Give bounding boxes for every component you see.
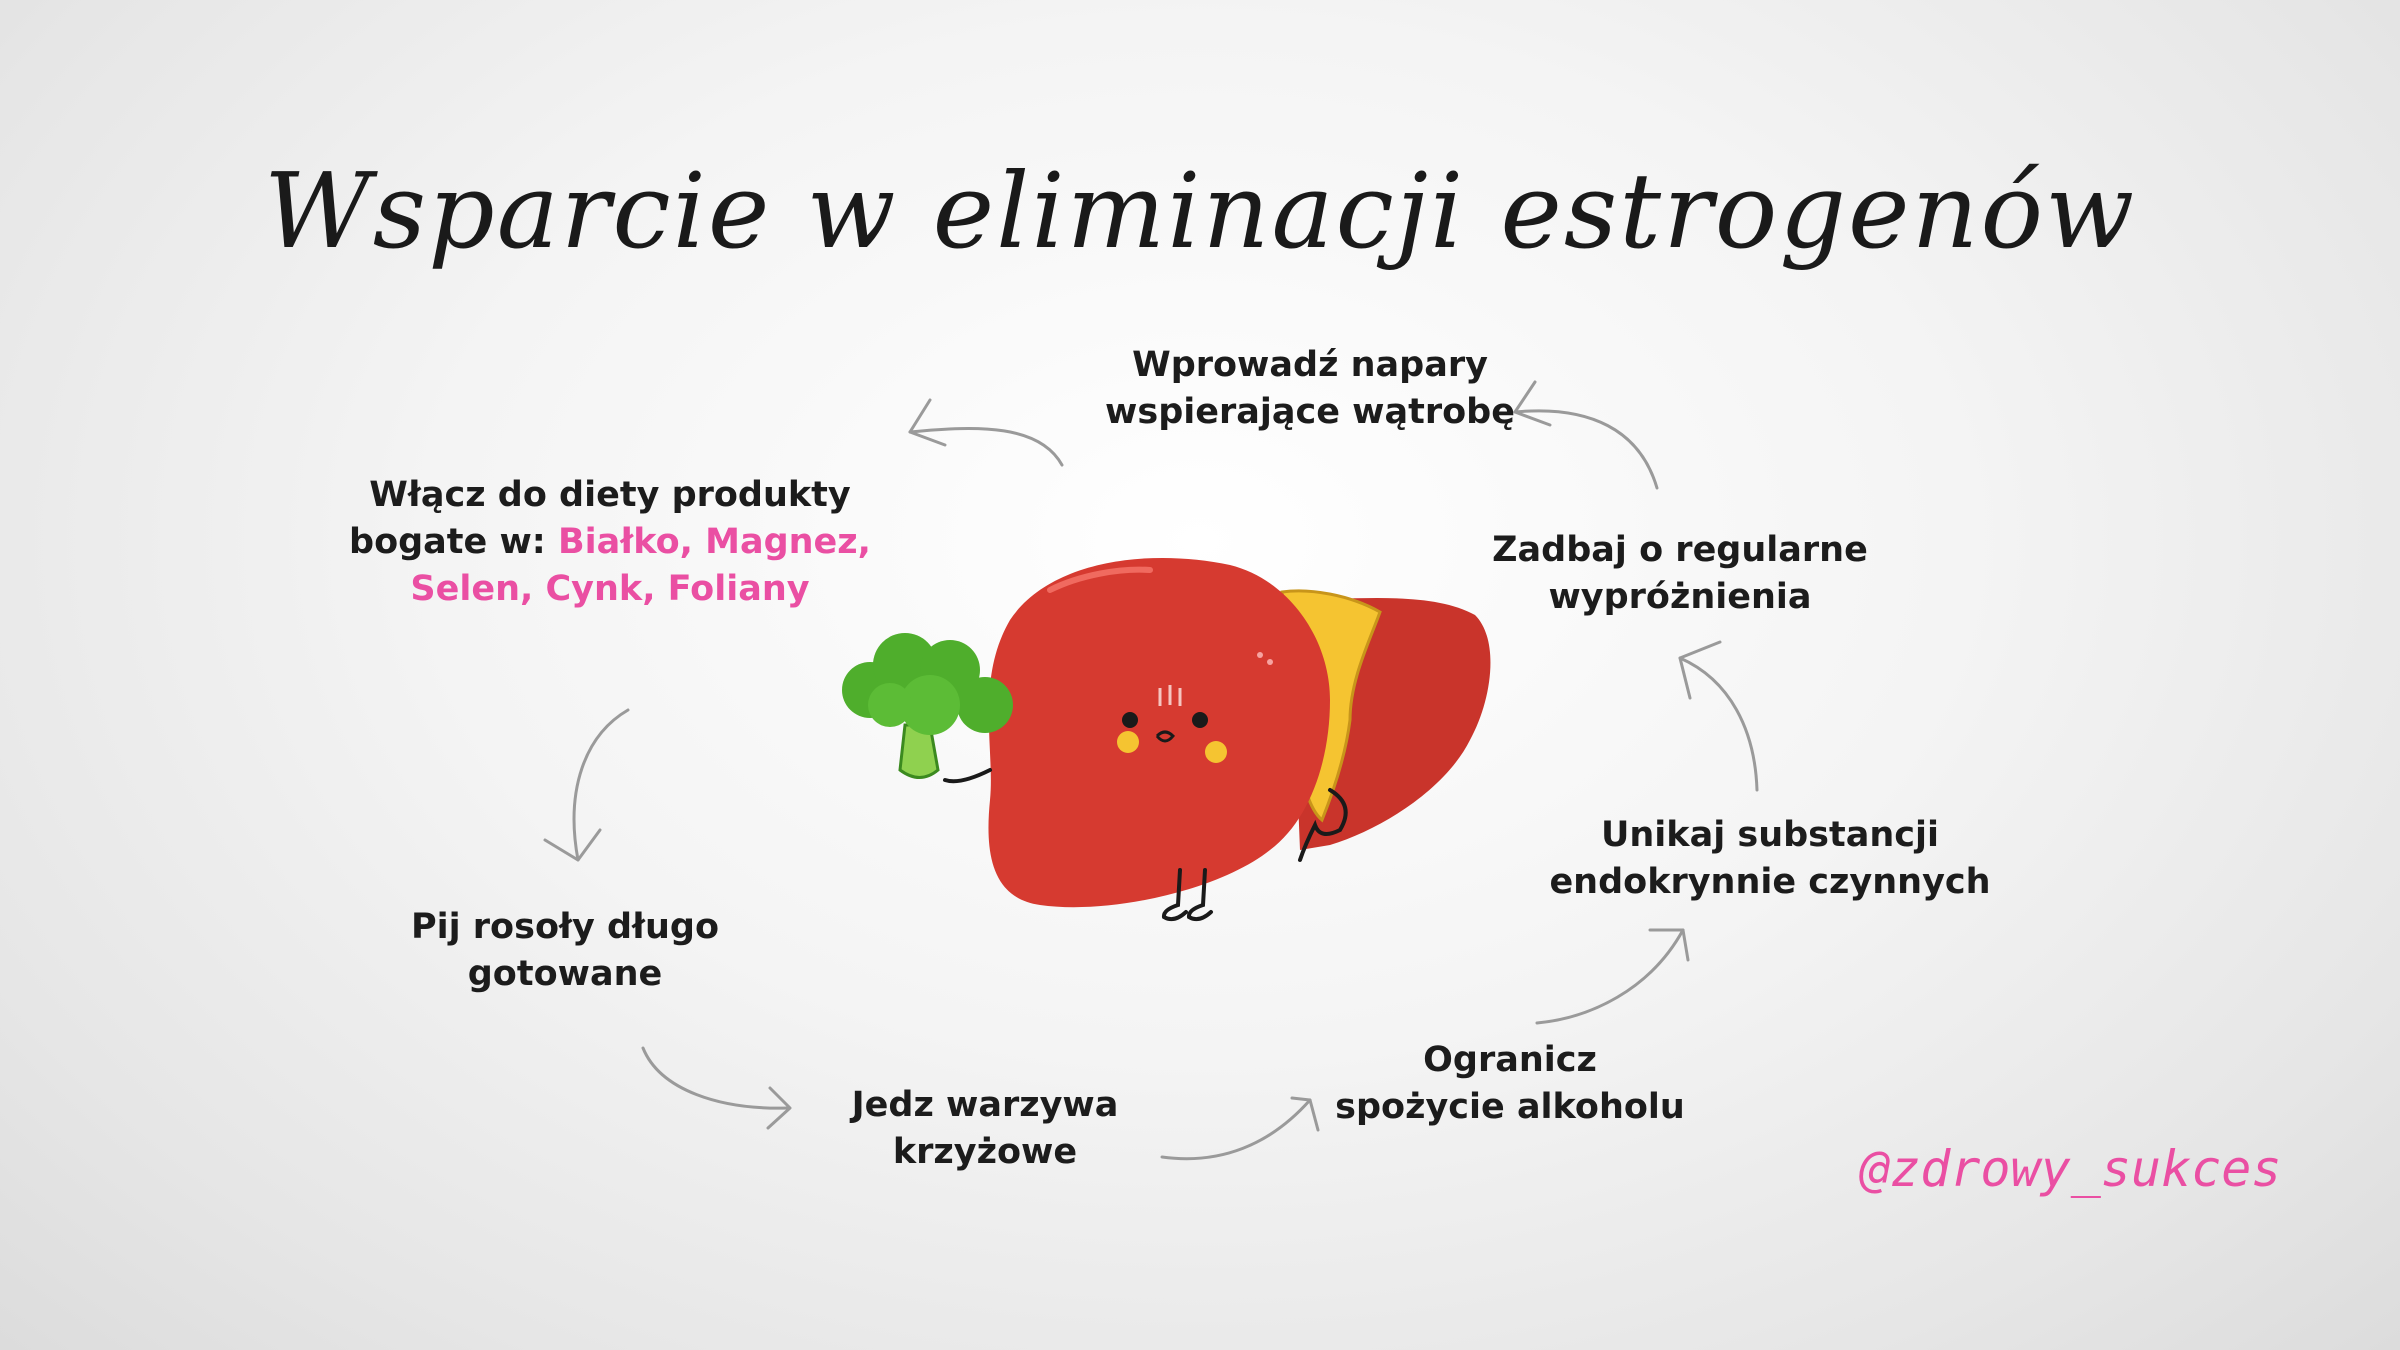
liver-mascot-icon: [943, 557, 1491, 922]
nutrient-highlight: Białko, Magnez,: [557, 522, 871, 562]
step-cruciferous: Jedz warzywa krzyżowe: [810, 1082, 1160, 1176]
step-line: wypróżnienia: [1548, 577, 1812, 617]
arrow-icon: [1535, 928, 1690, 1025]
arrow-icon: [908, 398, 1064, 467]
broccoli-icon: [842, 633, 1013, 779]
step-line: Ogranicz: [1423, 1040, 1597, 1080]
step-line: bogate w: Białko, Magnez,: [340, 519, 880, 566]
arrow-icon: [1513, 380, 1659, 490]
step-line: Włącz do diety produkty: [369, 475, 851, 515]
arrow-icon: [1160, 1096, 1320, 1161]
step-bone-broth: Pij rosoły długo gotowane: [380, 904, 750, 998]
step-limit-alcohol: Ogranicz spożycie alkoholu: [1300, 1037, 1720, 1131]
step-line: endokrynnie czynnych: [1549, 862, 1991, 902]
step-herbal-infusions: Wprowadź napary wspierające wątrobę: [1040, 342, 1580, 436]
step-line: krzyżowe: [892, 1132, 1078, 1172]
step-line: Zadbaj o regularne: [1492, 530, 1868, 570]
step-line: Unikaj substancji: [1600, 815, 1940, 855]
page-title: Wsparcie w eliminacji estrogenów: [263, 150, 2137, 272]
arrow-icon: [641, 1046, 792, 1130]
step-prefix: bogate w:: [349, 522, 558, 562]
arrow-icon: [1678, 640, 1759, 792]
step-regular-bowel: Zadbaj o regularne wypróżnienia: [1460, 527, 1900, 621]
step-diet-products: Włącz do diety produkty bogate w: Białko…: [340, 472, 880, 613]
step-avoid-endocrine: Unikaj substancji endokrynnie czynnych: [1520, 812, 2020, 906]
step-line: Jedz warzywa: [851, 1085, 1119, 1125]
step-line: Wprowadź napary: [1132, 345, 1488, 385]
step-line: Pij rosoły długo: [410, 907, 720, 947]
arrow-icon: [543, 708, 630, 862]
step-line: wspierające wątrobę: [1105, 392, 1515, 432]
step-line: gotowane: [467, 954, 663, 994]
nutrient-highlight: Selen, Cynk, Foliany: [410, 569, 810, 609]
instagram-handle: @zdrowy_sukces: [1860, 1140, 2282, 1198]
step-line: spożycie alkoholu: [1335, 1087, 1685, 1127]
